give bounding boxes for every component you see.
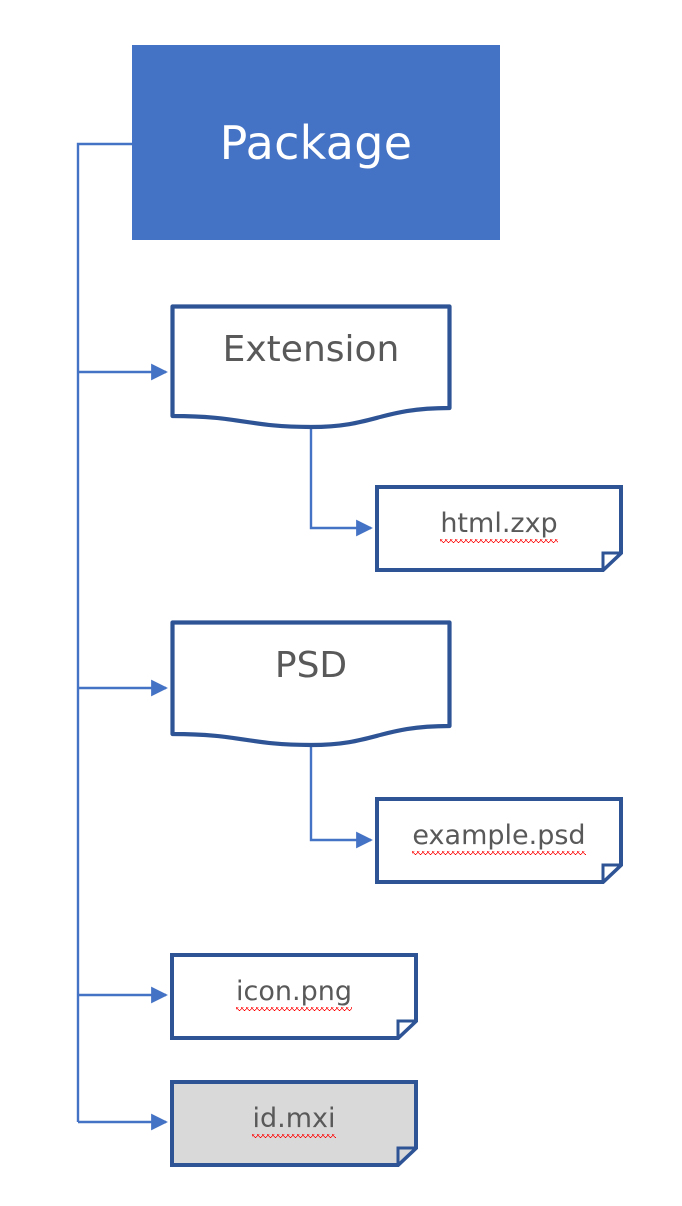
node-html-zxp-label: html.zxp bbox=[440, 508, 559, 543]
node-html-zxp-label-wrap: html.zxp bbox=[375, 508, 623, 543]
node-id-mxi-label-wrap: id.mxi bbox=[170, 1103, 418, 1138]
node-extension-label: Extension bbox=[222, 329, 400, 370]
node-extension[interactable]: Extension bbox=[170, 304, 452, 430]
node-icon-png-label: icon.png bbox=[236, 976, 352, 1011]
node-package[interactable]: Package bbox=[132, 45, 500, 240]
connector-trunk bbox=[76, 142, 133, 1122]
node-package-label: Package bbox=[219, 115, 413, 170]
node-example-psd[interactable]: example.psd bbox=[375, 797, 623, 884]
node-icon-png[interactable]: icon.png bbox=[170, 953, 418, 1040]
connector-extension-to-html-zxp bbox=[309, 424, 373, 537]
node-html-zxp[interactable]: html.zxp bbox=[375, 485, 623, 572]
connector-psd-to-example-psd bbox=[309, 744, 373, 849]
node-psd-label: PSD bbox=[274, 645, 348, 686]
node-icon-png-label-wrap: icon.png bbox=[170, 976, 418, 1011]
node-psd[interactable]: PSD bbox=[170, 620, 452, 748]
node-example-psd-label: example.psd bbox=[412, 820, 586, 855]
node-example-psd-label-wrap: example.psd bbox=[375, 820, 623, 855]
node-id-mxi-label: id.mxi bbox=[252, 1103, 336, 1138]
node-id-mxi[interactable]: id.mxi bbox=[170, 1080, 418, 1167]
